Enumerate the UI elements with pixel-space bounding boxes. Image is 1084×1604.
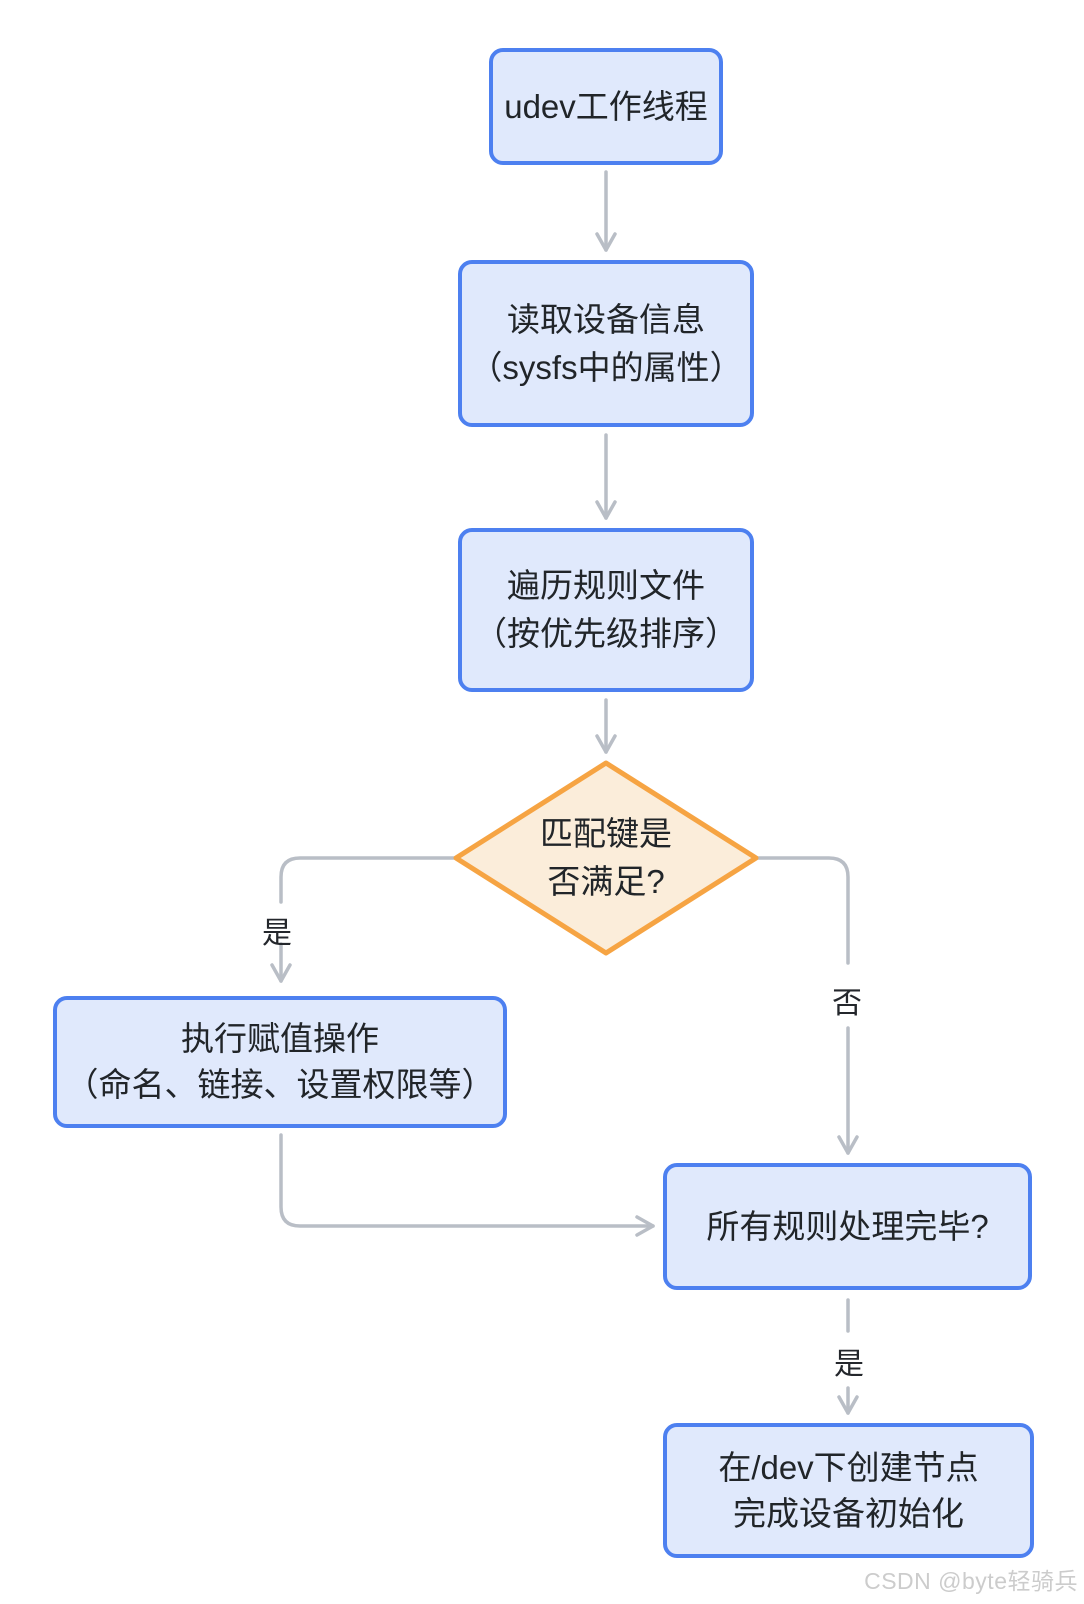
node-traverse-rule-files-line2: （按优先级排序） [474,615,738,652]
node-read-device-info-line2: （sysfs中的属性） [469,348,743,386]
node-decision-match-keys-line1: 匹配键是 [540,815,672,852]
node-udev-worker-thread: udev工作线程 [489,48,723,165]
edge-assign-to-allrules [279,1133,655,1237]
csdn-watermark: CSDN @byte轻骑兵 [864,1568,1078,1594]
edge-decision-no-upper [753,856,850,965]
decision-diamond-shape [453,760,759,956]
node-read-device-info-line1: 读取设备信息 [507,300,705,338]
node-create-dev-node-line1: 在/dev下创建节点 [718,1448,979,1486]
edge-label-decision-yes: 是 [262,917,292,950]
node-decision-match-keys-line2: 否满足? [547,863,665,900]
node-execute-assignments-line2: （命名、链接、设置权限等） [65,1066,495,1103]
edge-label-decision-no: 否 [832,987,862,1020]
node-traverse-rule-files: 遍历规则文件 （按优先级排序） [458,528,754,692]
node-read-device-info: 读取设备信息 （sysfs中的属性） [458,260,754,427]
node-execute-assignments-line1: 执行赋值操作 [181,1020,379,1057]
node-execute-assignments: 执行赋值操作 （命名、链接、设置权限等） [53,996,507,1128]
edge-decision-yes-upper [279,856,457,904]
edge-label-allrules-yes: 是 [834,1348,864,1381]
node-create-dev-node-line2: 完成设备初始化 [733,1494,964,1532]
node-create-dev-node: 在/dev下创建节点 完成设备初始化 [663,1423,1034,1558]
node-traverse-rule-files-line1: 遍历规则文件 [507,567,705,604]
node-all-rules-processed: 所有规则处理完毕? [663,1163,1032,1290]
node-udev-worker-thread-label: udev工作线程 [504,87,708,125]
node-all-rules-processed-label: 所有规则处理完毕? [706,1207,989,1245]
node-decision-match-keys: 匹配键是 否满足? [456,763,756,953]
